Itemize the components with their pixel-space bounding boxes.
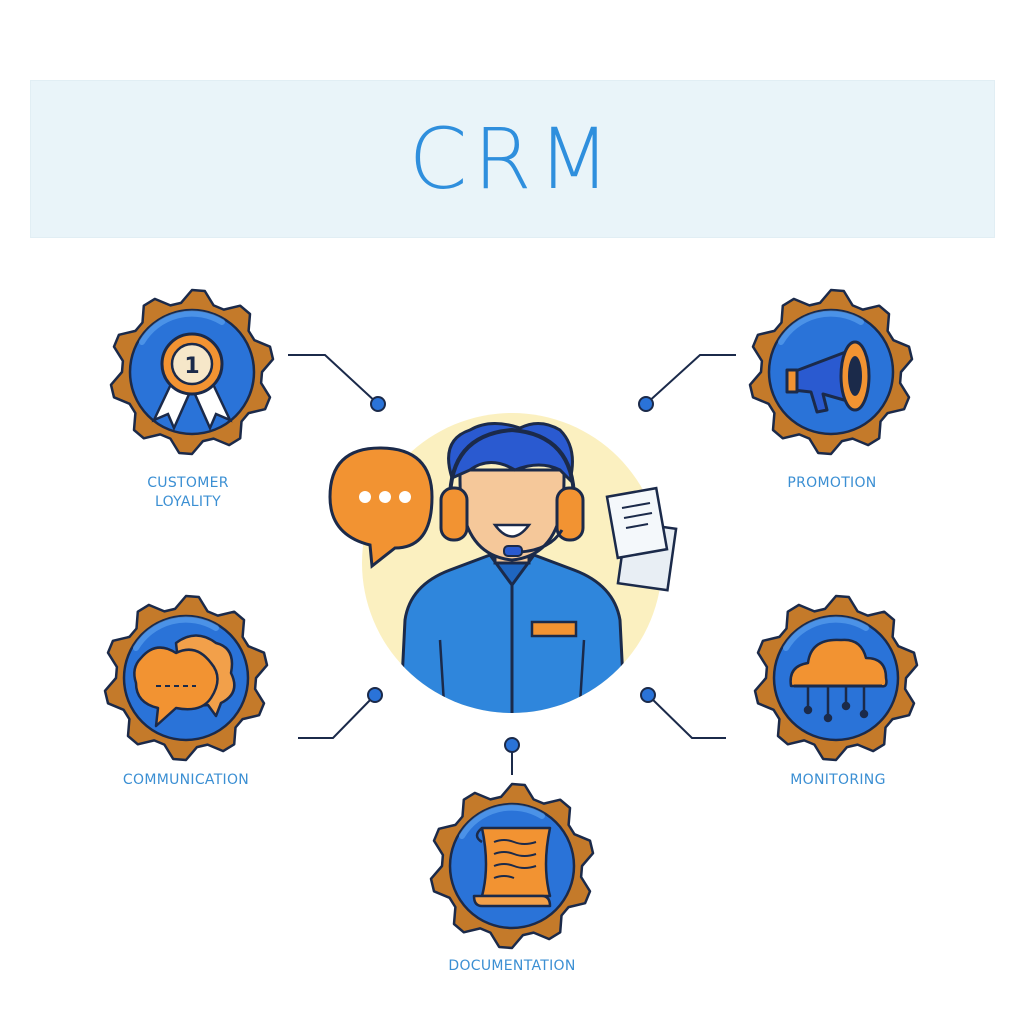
connector-lines <box>288 354 736 775</box>
page-title: CRM <box>408 110 617 208</box>
speech-bubbles-icon <box>133 634 236 728</box>
cloud-network-icon <box>789 638 888 723</box>
megaphone-icon <box>785 340 871 414</box>
gear-badge-promotion <box>750 290 912 454</box>
documents-icon <box>605 486 678 592</box>
gear-badge-communication <box>105 596 267 760</box>
label-promotion: PROMOTION <box>787 475 877 491</box>
award-medal-icon: 1 <box>151 332 233 432</box>
support-agent-icon <box>362 413 662 713</box>
speech-bubble-icon <box>328 446 434 569</box>
title-banner: CRM <box>30 80 995 238</box>
connector-dots <box>367 396 656 753</box>
label-documentation: DOCUMENTATION <box>448 958 576 974</box>
label-monitoring: MONITORING <box>790 772 886 788</box>
label-customer-loyalty: CUSTOMER LOYALITY <box>147 475 229 510</box>
gear-badge-documentation <box>431 784 593 948</box>
gear-badge-monitoring <box>755 596 917 760</box>
scroll-document-icon <box>472 826 552 908</box>
medal-number: 1 <box>184 354 199 379</box>
label-communication: COMMUNICATION <box>122 772 250 788</box>
gear-badge-customer-loyalty: 1 <box>111 290 273 454</box>
